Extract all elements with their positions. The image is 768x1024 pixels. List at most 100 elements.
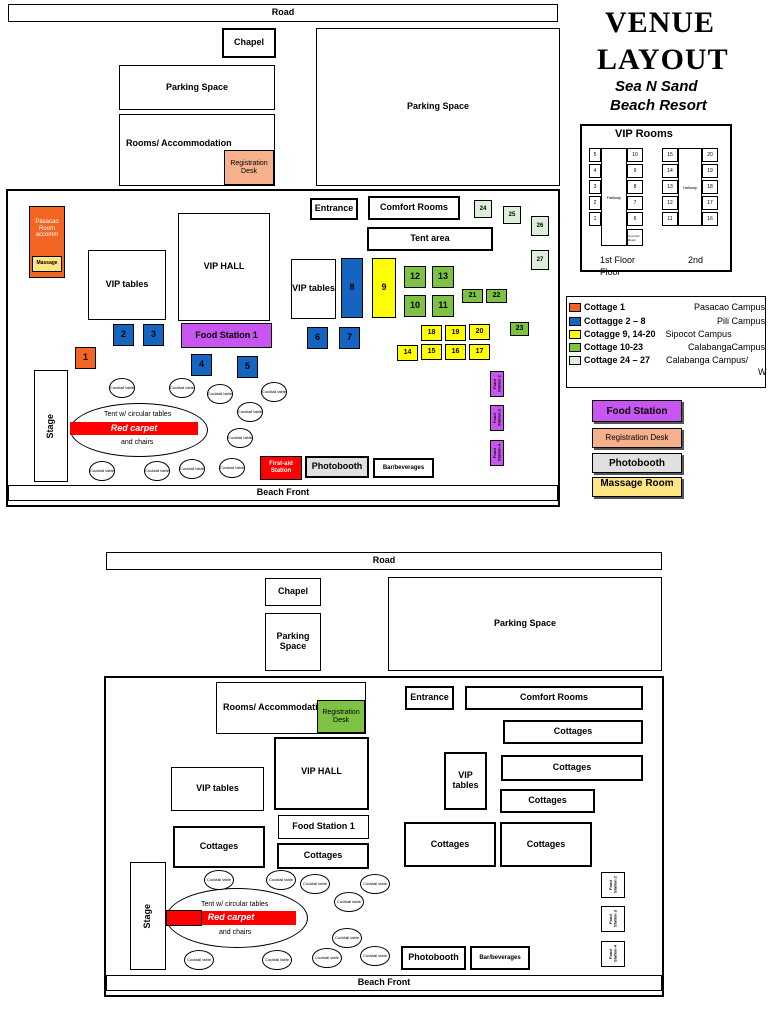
cocktail-table: Cocktail table	[204, 870, 234, 890]
legend-item-cottage-24-27: Cottage 24 – 27 Calabanga Campus/	[569, 355, 765, 365]
cocktail-table: Cocktail table	[169, 378, 195, 398]
legend-label: Cottage 10-23	[584, 342, 644, 352]
cottages-block: Cottages	[500, 789, 595, 813]
legend-item-cottage-2-8: Cottagge 2 – 8 Pili Campus	[569, 316, 765, 326]
cottage-19: 19	[445, 325, 466, 341]
cocktail-table: Cocktail table	[179, 459, 205, 479]
road: Road	[8, 4, 558, 22]
cottage-7: 7	[339, 327, 360, 349]
legend-campus: Sipocot Campus	[665, 329, 732, 339]
vip-room-2: 2	[589, 196, 601, 210]
food-station-1: Food Station 1	[181, 323, 272, 348]
massage-room: Massage	[32, 256, 62, 272]
vip-floor-1-label: 1st Floor	[600, 255, 636, 265]
stage: Stage	[34, 370, 68, 482]
tent-label-bottom: and chairs	[121, 439, 154, 446]
cocktail-table: Cocktail table	[144, 461, 170, 481]
cocktail-table: Cocktail table	[261, 382, 287, 402]
registration-desk: Registration Desk	[224, 150, 274, 185]
cocktail-table: Cocktail table	[227, 428, 253, 448]
comfort-rooms-bottom: Comfort Rooms	[465, 686, 643, 710]
vip-room-12: 12	[662, 196, 678, 210]
vip-hallway-1: Hallway	[601, 148, 627, 246]
vip-floor-1-wrap: Floor	[600, 267, 621, 277]
vip-hallway-2: Hallway	[678, 148, 702, 226]
food-station-2-bottom: Food Station 2	[601, 872, 625, 898]
legend-swatch	[569, 316, 581, 326]
vip-tables: VIP tables	[88, 250, 166, 320]
tent-label-bottom-bottom: and chairs	[219, 929, 252, 936]
red-carpet-bottom: Red carpet	[166, 911, 296, 925]
vip-tables-right-bottom: VIP tables	[444, 752, 487, 810]
cocktail-table: Cocktail table	[360, 874, 390, 894]
legend-label: Cottage 1	[584, 302, 626, 312]
title-line-2: LAYOUT	[597, 43, 729, 76]
vip-hall: VIP HALL	[178, 213, 270, 321]
vip-room-10: 10	[627, 148, 643, 162]
cottages-block: Cottages	[500, 822, 592, 867]
cottage-27: 27	[531, 250, 549, 270]
legend-swatch	[569, 302, 581, 312]
vip-room-8: 8	[627, 180, 643, 194]
entrance-bottom: Entrance	[405, 686, 454, 710]
tent-label-top-bottom: Tent w/ circular tables	[201, 901, 269, 908]
cottage-3: 3	[143, 324, 164, 346]
title-line-1: VENUE	[605, 6, 716, 39]
cottage-23: 23	[510, 322, 529, 336]
beach-front-bottom: Beach Front	[106, 975, 662, 991]
food-station-3-bottom: Food Station 3	[601, 906, 625, 932]
cocktail-table: Cocktail table	[219, 458, 245, 478]
cottage-6: 6	[307, 327, 328, 349]
cottage-24: 24	[474, 200, 492, 218]
legend-campus: CalabangaCampus	[687, 342, 765, 352]
cocktail-table: Cocktail table	[262, 950, 292, 970]
cocktail-table: Cocktail table	[334, 892, 364, 912]
food-station-4: Food Station 4	[490, 440, 504, 466]
entrance: Entrance	[310, 198, 358, 220]
vip-tables-right: VIP tables	[291, 259, 336, 319]
vip-rooms-title: VIP Rooms	[615, 128, 673, 140]
vip-hall-bottom: VIP HALL	[274, 737, 369, 810]
vip-room-13: 13	[662, 180, 678, 194]
vip-room-14: 14	[662, 164, 678, 178]
cottages-block: Cottages	[404, 822, 496, 867]
vip-room-9: 9	[627, 164, 643, 178]
bar-beverages-bottom: Bar/beverages	[470, 946, 530, 970]
vip-room-7: 7	[627, 196, 643, 210]
cottages-block: Cottages	[277, 843, 369, 869]
vip-room-3: 3	[589, 180, 601, 194]
cocktail-table: Cocktail table	[207, 384, 233, 404]
cocktail-table: Cocktail table	[332, 928, 362, 948]
cocktail-table: Cocktail table	[237, 402, 263, 422]
cocktail-table: Cocktail table	[89, 461, 115, 481]
cottage-4: 4	[191, 354, 212, 376]
vip-room-20: 20	[702, 148, 718, 162]
cottage-5: 5	[237, 356, 258, 378]
legend-campus: Calabanga Campus/	[666, 355, 749, 365]
parking-space-big: Parking Space	[388, 577, 662, 671]
vip-room-4: 4	[589, 164, 601, 178]
key-food-station: Food Station	[592, 400, 682, 422]
red-carpet: Red carpet	[70, 422, 198, 435]
legend-overflow-text: W	[758, 367, 767, 377]
vip-room-11: 11	[662, 212, 678, 226]
cottage-26: 26	[531, 216, 549, 236]
parking-space-left: Parking Space	[119, 65, 275, 110]
food-station-4-bottom: Food Station 4	[601, 941, 625, 967]
subtitle-line-2: Beach Resort	[610, 97, 707, 114]
parking-space-right: Parking Space	[316, 28, 560, 186]
vip-room-17: 17	[702, 196, 718, 210]
vip-comfort-room: Com fort Room	[627, 229, 643, 246]
vip-tables-bottom: VIP tables	[171, 767, 264, 811]
food-station-1-bottom: Food Station 1	[278, 815, 369, 839]
photobooth-bottom: Photobooth	[401, 946, 466, 970]
cottage-10: 10	[404, 295, 426, 317]
cottage-13: 13	[432, 266, 454, 288]
road-bottom: Road	[106, 552, 662, 570]
parking-space-small: Parking Space	[265, 613, 321, 671]
cottage-22: 22	[486, 289, 507, 303]
vip-room-16: 16	[702, 212, 718, 226]
bar-beverages: Bar/beverages	[373, 458, 434, 478]
key-photobooth: Photobooth	[592, 453, 682, 473]
legend-item-cottage-10-23: Cottage 10-23 CalabangaCampus	[569, 342, 765, 352]
